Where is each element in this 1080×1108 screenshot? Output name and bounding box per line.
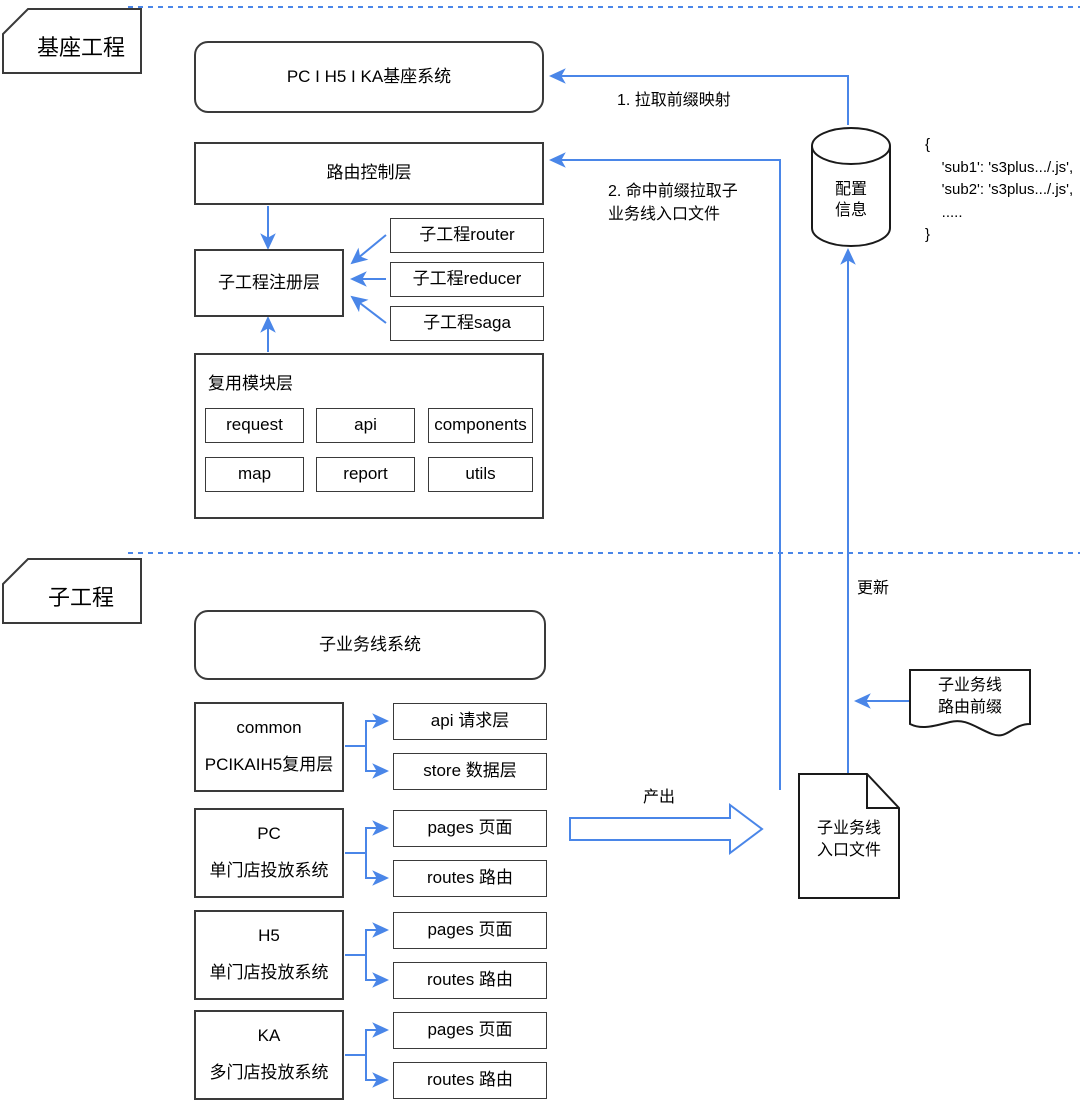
feeder-box-reducer[interactable]: 子工程reducer (390, 262, 544, 297)
config-store-code: { 'sub1': 's3plus.../.js', 'sub2': 's3pl… (925, 136, 1074, 243)
arrow-saga-to-register (350, 295, 387, 324)
sub-group-common-subtitle: PCIKAIH5复用层 (204, 755, 334, 775)
reuse-module-title: 复用模块层 (208, 374, 293, 393)
arrow-pc-to-pages (345, 820, 389, 854)
sub-group-h5[interactable]: H5 单门店投放系统 (194, 910, 344, 1000)
arrow-common-to-api (345, 713, 389, 747)
arrow-h5-to-pages (345, 922, 389, 956)
reuse-module-map[interactable]: map (205, 457, 304, 492)
sub-group-ka-child-1[interactable]: routes 路由 (393, 1062, 547, 1099)
sub-group-ka-subtitle: 多门店投放系统 (209, 1063, 329, 1083)
arrow-fetch-entry-file (549, 152, 781, 790)
block-arrow-produce (569, 803, 764, 855)
sub-group-ka-name: KA (257, 1026, 281, 1046)
flow-label-step2: 2. 命中前缀拉取子 业务线入口文件 (608, 183, 738, 224)
reuse-module-request[interactable]: request (205, 408, 304, 443)
reuse-module-report[interactable]: report (316, 457, 415, 492)
config-store-label: 配置 信息 (834, 181, 867, 219)
zone-tag-base: 基座工程 (2, 8, 142, 74)
reuse-module-api[interactable]: api (316, 408, 415, 443)
flow-label-step1: 1. 拉取前缀映射 (617, 92, 731, 109)
feeder-box-router[interactable]: 子工程router (390, 218, 544, 253)
flow-label-produce: 产出 (643, 789, 676, 806)
sub-group-common-child-1[interactable]: store 数据层 (393, 753, 547, 790)
sub-group-ka[interactable]: KA 多门店投放系统 (194, 1010, 344, 1100)
sub-group-common[interactable]: common PCIKAIH5复用层 (194, 702, 344, 792)
arrow-h5-to-routes (345, 954, 389, 988)
arrow-router-to-register (350, 234, 387, 265)
zone-tag-sub: 子工程 (2, 558, 142, 624)
sub-group-common-child-0[interactable]: api 请求层 (393, 703, 547, 740)
flow-label-update: 更新 (857, 580, 890, 597)
zone-tag-sub-shape (2, 558, 142, 624)
zone-tag-base-label: 基座工程 (36, 35, 125, 60)
entry-file-label: 子业务线 入口文件 (816, 820, 881, 859)
route-prefix-note[interactable] (908, 668, 1032, 737)
sub-group-pc[interactable]: PC 单门店投放系统 (194, 808, 344, 898)
sub-group-h5-name: H5 (258, 926, 280, 946)
arrow-ka-to-routes (345, 1054, 389, 1088)
arrow-ka-to-pages (345, 1022, 389, 1056)
sub-group-h5-child-0[interactable]: pages 页面 (393, 912, 547, 949)
sub-project-register-layer-box[interactable]: 子工程注册层 (194, 249, 344, 317)
sub-group-pc-child-0[interactable]: pages 页面 (393, 810, 547, 847)
arrow-pc-to-routes (345, 852, 389, 886)
sub-group-h5-child-1[interactable]: routes 路由 (393, 962, 547, 999)
sub-system-box[interactable]: 子业务线系统 (194, 610, 546, 680)
sub-group-h5-subtitle: 单门店投放系统 (209, 963, 329, 983)
route-prefix-note-label: 子业务线 路由前缀 (937, 677, 1002, 716)
sub-group-pc-name: PC (257, 824, 281, 844)
zone-tag-sub-label: 子工程 (47, 585, 114, 610)
arrow-common-to-store (345, 745, 389, 779)
reuse-module-components[interactable]: components (428, 408, 533, 443)
sub-group-common-name: common (236, 718, 302, 738)
sub-group-pc-subtitle: 单门店投放系统 (209, 861, 329, 881)
sub-group-ka-child-0[interactable]: pages 页面 (393, 1012, 547, 1049)
zone-tag-base-shape (2, 8, 142, 74)
router-control-layer-box[interactable]: 路由控制层 (194, 142, 544, 205)
feeder-box-saga[interactable]: 子工程saga (390, 306, 544, 341)
base-system-box[interactable]: PC I H5 I KA基座系统 (194, 41, 544, 113)
reuse-module-utils[interactable]: utils (428, 457, 533, 492)
sub-group-pc-child-1[interactable]: routes 路由 (393, 860, 547, 897)
entry-file-document[interactable] (797, 772, 901, 900)
config-store-cylinder[interactable] (810, 126, 892, 248)
